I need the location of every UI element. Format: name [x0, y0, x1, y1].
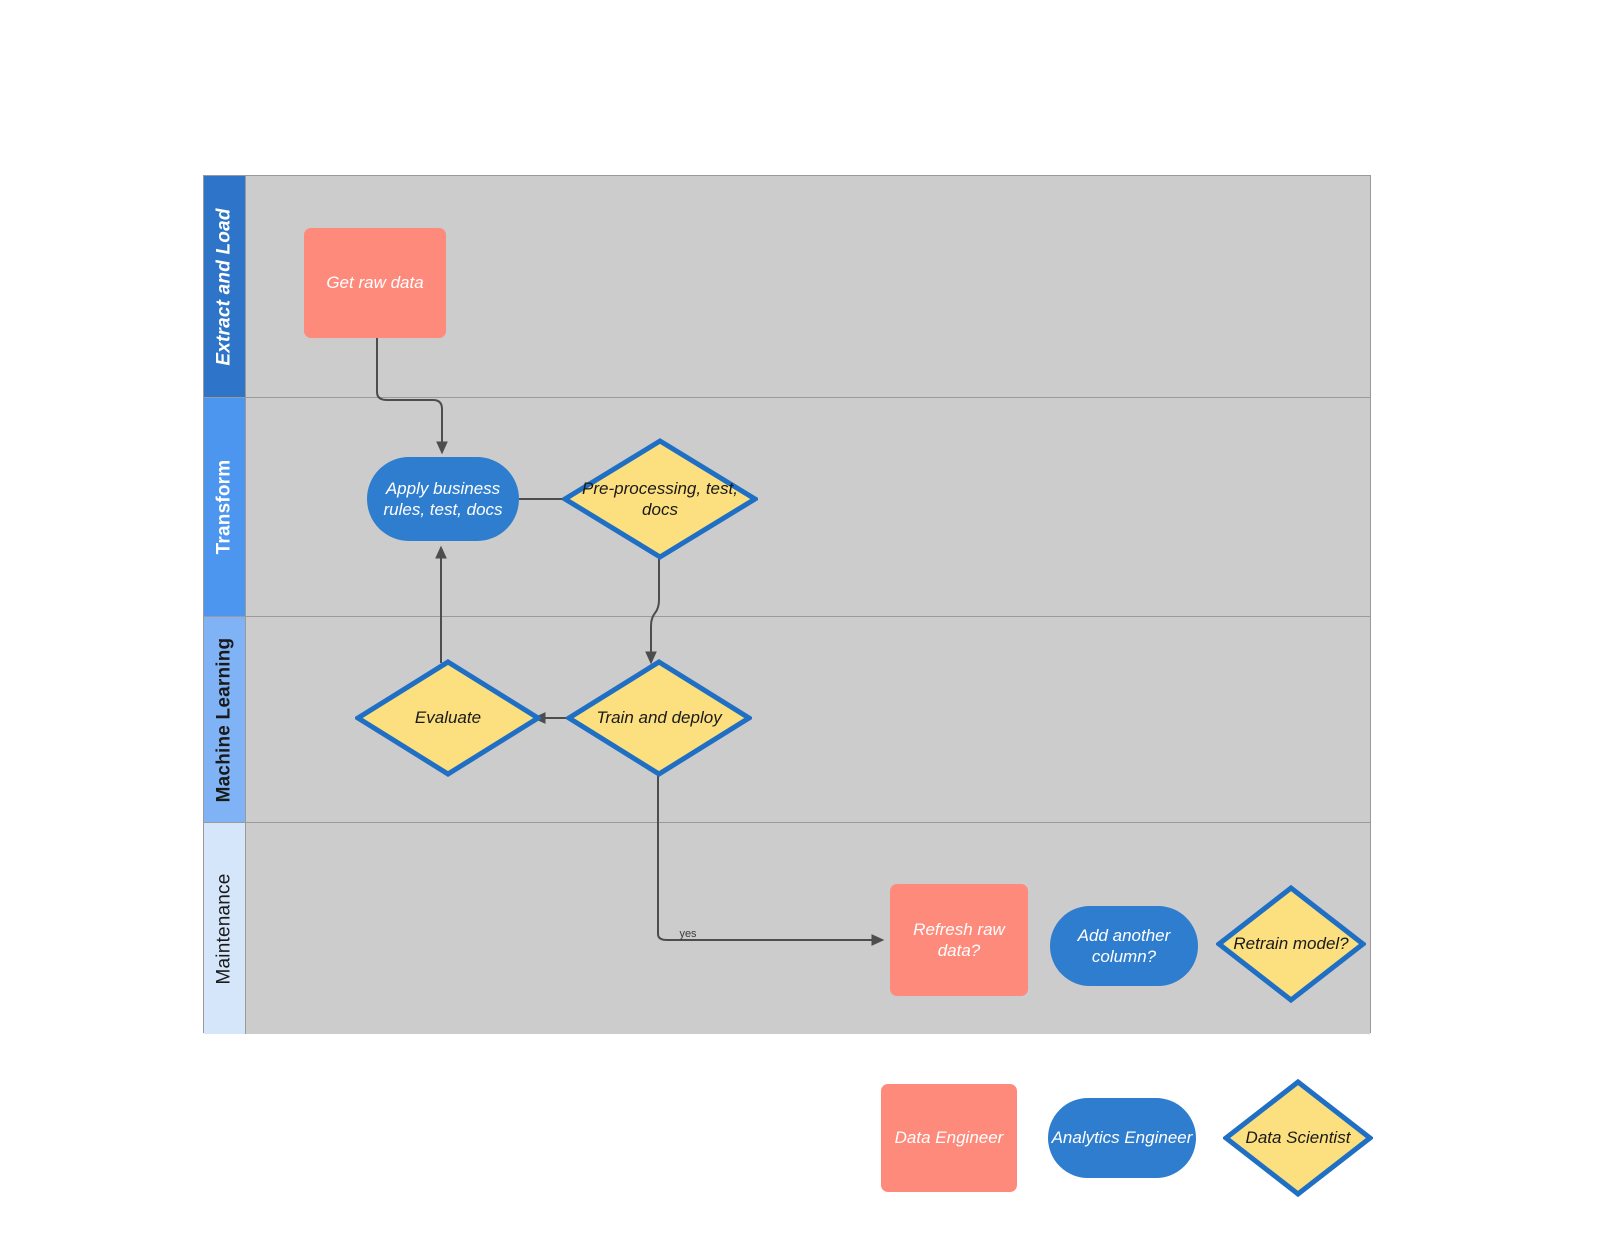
diamond-shape	[355, 659, 541, 777]
node-label-retrain-model: Retrain model?	[1233, 934, 1349, 954]
legend-label-data-engineer: Data Engineer	[894, 1128, 1004, 1148]
lane-body-maintenance	[246, 823, 1370, 1034]
legend-item-data-scientist[interactable]: Data Scientist	[1223, 1079, 1373, 1197]
lane-label-extract-and-load: Extract and Load	[213, 207, 235, 366]
node-refresh-raw-data[interactable]: Refresh raw data?	[890, 884, 1028, 996]
legend-label-data-scientist: Data Scientist	[1245, 1128, 1351, 1148]
node-label-evaluate: Evaluate	[414, 708, 482, 728]
node-evaluate[interactable]: Evaluate	[355, 659, 541, 777]
lane-label-maintenance: Maintenance	[213, 873, 235, 984]
node-label-pre-processing: Pre-processing, test, docs	[582, 478, 738, 519]
node-get-raw-data[interactable]: Get raw data	[304, 228, 446, 338]
diamond-shape	[566, 659, 752, 777]
lane-header-transform[interactable]: Transform	[204, 398, 246, 616]
node-retrain-model[interactable]: Retrain model?	[1216, 885, 1366, 1003]
node-add-another-column[interactable]: Add another column?	[1050, 906, 1198, 986]
node-apply-business-rules[interactable]: Apply business rules, test, docs	[367, 457, 519, 541]
node-pre-processing[interactable]: Pre-processing, test, docs	[562, 438, 758, 560]
diamond-shape	[1216, 885, 1366, 1003]
node-label-apply-business-rules: Apply business rules, test, docs	[383, 478, 503, 519]
lane-header-extract-and-load[interactable]: Extract and Load	[204, 176, 246, 397]
node-label-train-and-deploy: Train and deploy	[596, 708, 722, 728]
legend-item-data-engineer[interactable]: Data Engineer	[881, 1084, 1017, 1192]
diamond-shape	[562, 438, 758, 560]
lane-header-machine-learning[interactable]: Machine Learning	[204, 617, 246, 822]
node-label-refresh-raw-data: Refresh raw data?	[913, 919, 1005, 960]
lane-label-transform: Transform	[213, 459, 235, 555]
legend-label-analytics-engineer: Analytics Engineer	[1051, 1128, 1193, 1148]
node-label-add-another-column: Add another column?	[1077, 925, 1171, 966]
legend-item-analytics-engineer[interactable]: Analytics Engineer	[1048, 1098, 1196, 1178]
diamond-shape	[1223, 1079, 1373, 1197]
lane-header-maintenance[interactable]: Maintenance	[204, 823, 246, 1034]
node-train-and-deploy[interactable]: Train and deploy	[566, 659, 752, 777]
node-label-get-raw-data: Get raw data	[326, 273, 424, 293]
lane-label-machine-learning: Machine Learning	[213, 637, 235, 802]
